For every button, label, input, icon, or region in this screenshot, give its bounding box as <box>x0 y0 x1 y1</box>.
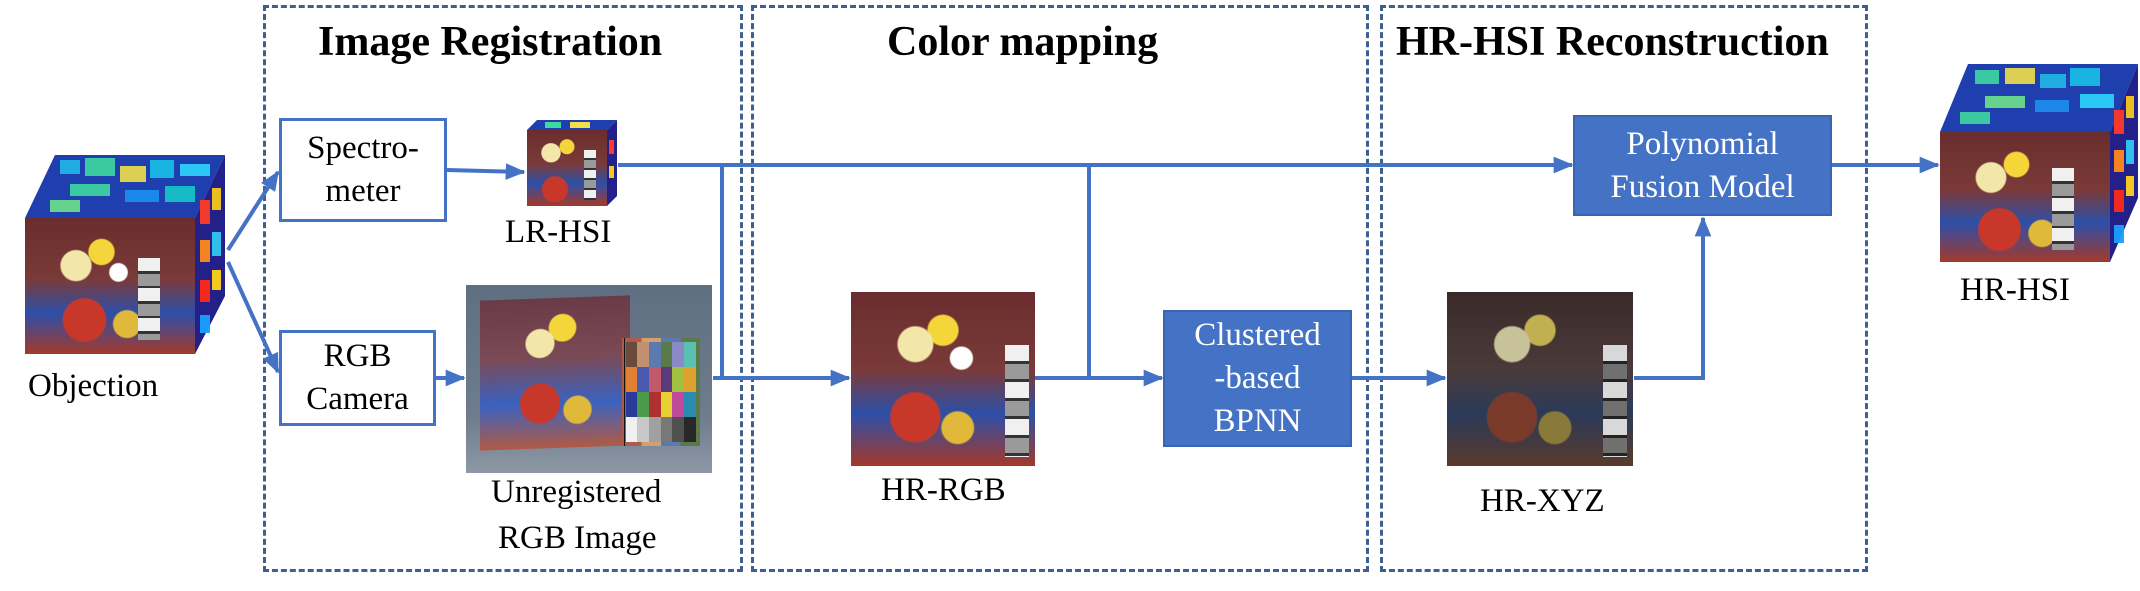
panel-hr-hsi-reconstruction <box>1380 5 1868 572</box>
arrow-spectrometer-to-lrhsi <box>446 163 526 180</box>
panel-title-reconstruction: HR-HSI Reconstruction <box>1396 19 1829 65</box>
panel-image-registration <box>263 5 743 572</box>
label-hr-rgb: HR-RGB <box>881 472 1006 508</box>
clustered-label-line2: -based <box>1214 360 1301 397</box>
objection-checker <box>138 258 160 340</box>
hrhsi-checker <box>2052 168 2074 250</box>
hrhsi-cube-icon <box>1940 64 2138 262</box>
arrow-objection-to-spectrometer <box>226 170 280 252</box>
label-objection: Objection <box>28 368 159 404</box>
spectrometer-label-line1: Spectro- <box>307 130 419 167</box>
unregistered-painting <box>480 295 630 451</box>
panel-title-registration: Image Registration <box>318 19 663 65</box>
arrow-hrxyz-to-fusion <box>1634 216 1712 380</box>
arrow-objection-to-rgb-camera <box>226 261 280 374</box>
label-hr-xyz: HR-XYZ <box>1480 483 1605 519</box>
hrrgb-image <box>851 292 1035 466</box>
fusion-label-line2: Fusion Model <box>1610 168 1795 205</box>
panel-color-mapping <box>751 5 1369 572</box>
spectrometer-box: Spectro-meter <box>279 118 447 222</box>
rgb-camera-box: RGB Camera <box>279 330 436 426</box>
rgb-camera-label-line2: Camera <box>306 381 409 417</box>
lrhsi-cube-icon <box>527 120 617 206</box>
hrxyz-image <box>1447 292 1633 466</box>
label-unregistered-line2: RGB Image <box>498 520 657 556</box>
fusion-label-line1: Polynomial <box>1626 125 1779 162</box>
lrhsi-checker <box>584 150 596 200</box>
color-checker-rows <box>626 342 696 442</box>
spectrometer-label-line2: meter <box>325 173 401 209</box>
hrxyz-checker <box>1603 345 1627 457</box>
panel-title-color-mapping: Color mapping <box>887 19 1159 65</box>
hrrgb-checker <box>1005 345 1029 457</box>
objection-painting <box>25 218 195 354</box>
label-hr-hsi: HR-HSI <box>1960 272 2071 308</box>
clustered-label-line1: Clustered <box>1194 317 1321 354</box>
label-lr-hsi: LR-HSI <box>505 214 612 250</box>
rgb-camera-label-line1: RGB <box>323 338 392 375</box>
label-unregistered-line1: Unregistered <box>491 474 662 510</box>
hrhsi-painting <box>1940 132 2110 262</box>
clustered-label-line3: BPNN <box>1213 402 1302 439</box>
